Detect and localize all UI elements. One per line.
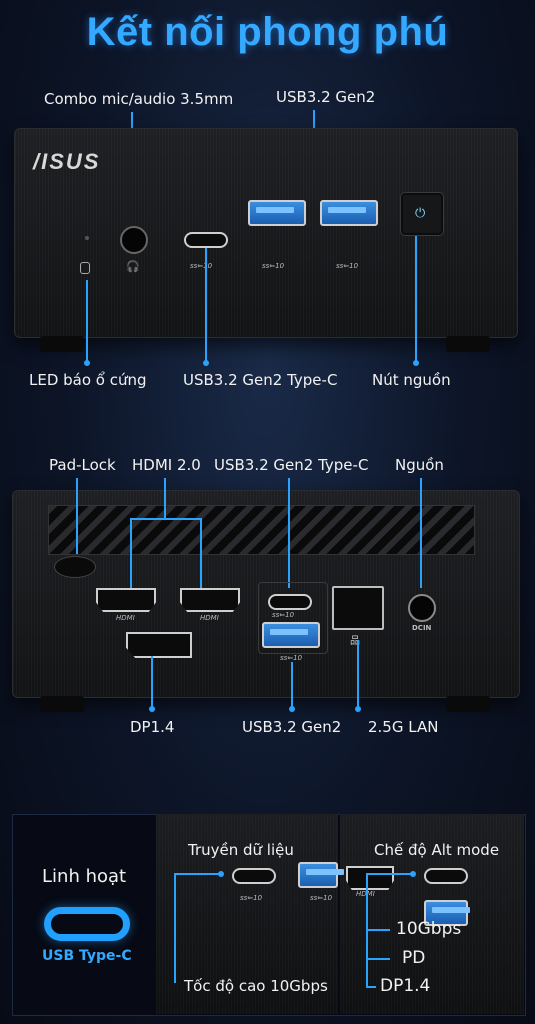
label-dp: DP1.4 bbox=[130, 718, 175, 736]
connector-line-typec-rear bbox=[288, 478, 290, 588]
connector-line-lan bbox=[357, 640, 359, 710]
label-dc-power: Nguồn bbox=[395, 456, 444, 474]
device-foot bbox=[446, 336, 490, 352]
label-led: LED báo ổ cứng bbox=[29, 371, 147, 389]
label-alt-mode: Chế độ Alt mode bbox=[374, 841, 500, 859]
connector-dot bbox=[84, 360, 90, 366]
label-lan: 2.5G LAN bbox=[368, 718, 439, 736]
usb-c-port-rear bbox=[268, 594, 312, 610]
label-data-transfer: Truyền dữ liệu bbox=[188, 841, 294, 859]
usb-a-port-front-2 bbox=[320, 200, 378, 226]
dcin-mark: DCIN bbox=[412, 624, 432, 632]
connector-line-power bbox=[415, 236, 417, 362]
ss10-mark: ss⇐10 bbox=[310, 894, 333, 902]
ss10-mark: ss⇐10 bbox=[280, 654, 303, 662]
device-foot bbox=[40, 336, 84, 352]
hdmi-mark: HDMI bbox=[356, 890, 375, 898]
usb-a-port-rear bbox=[262, 622, 320, 648]
connector-line-dp bbox=[151, 656, 153, 710]
hdmi-mark: HDMI bbox=[116, 614, 135, 622]
label-power-button: Nút nguồn bbox=[372, 371, 451, 389]
hdmi-mark: HDMI bbox=[200, 614, 219, 622]
connector-line-padlock bbox=[76, 478, 78, 554]
ss10-mark: ss⇐10 bbox=[272, 611, 295, 619]
connector-line-hdmi-left bbox=[130, 518, 132, 588]
ethernet-port bbox=[332, 586, 384, 630]
label-usb-gen2-rear: USB3.2 Gen2 bbox=[242, 718, 342, 736]
label-usb-typec-rear: USB3.2 Gen2 Type-C bbox=[214, 456, 369, 474]
padlock-slot bbox=[54, 556, 96, 578]
ss10-mark: ss⇐10 bbox=[190, 262, 213, 270]
label-usb-gen2-front: USB3.2 Gen2 bbox=[276, 88, 376, 106]
usb-type-c-icon bbox=[44, 907, 130, 941]
hdmi-port-1 bbox=[96, 588, 156, 612]
connector-line-usb-rear bbox=[291, 662, 293, 710]
connector-branch bbox=[366, 958, 390, 960]
dc-in-jack bbox=[408, 594, 436, 622]
connector-line-transfer bbox=[174, 873, 222, 875]
connector-line-hdmi-split bbox=[130, 518, 202, 520]
usb-type-c-label: USB Type-C bbox=[42, 948, 132, 964]
ss10-mark: ss⇐10 bbox=[336, 262, 359, 270]
label-combo-audio: Combo mic/audio 3.5mm bbox=[44, 90, 234, 108]
ss10-mark: ss⇐10 bbox=[262, 262, 285, 270]
connector-line-typec-front bbox=[205, 248, 207, 362]
ss10-mark: ss⇐10 bbox=[240, 894, 263, 902]
usb-a-port bbox=[298, 862, 344, 888]
air-vent bbox=[48, 505, 475, 555]
feature-10gbps: 10Gbps bbox=[396, 919, 462, 939]
connector-line-hdmi-right bbox=[200, 518, 202, 588]
hdmi-port-2 bbox=[180, 588, 240, 612]
connector-line-led bbox=[86, 280, 88, 362]
feature-pd: PD bbox=[402, 948, 426, 968]
audio-jack bbox=[120, 226, 148, 254]
hdd-led bbox=[85, 236, 89, 240]
connector-dot bbox=[410, 871, 416, 877]
label-speed: Tốc độ cao 10Gbps bbox=[184, 977, 328, 995]
hdmi-port bbox=[346, 866, 394, 890]
connector-line-alt bbox=[366, 873, 414, 875]
connector-dot bbox=[413, 360, 419, 366]
connector-dot bbox=[289, 706, 295, 712]
connector-branch bbox=[366, 986, 376, 988]
connector-dot bbox=[149, 706, 155, 712]
connector-dot bbox=[218, 871, 224, 877]
label-hdmi: HDMI 2.0 bbox=[132, 456, 201, 474]
usb-port-group bbox=[258, 582, 328, 654]
page-title: Kết nối phong phú bbox=[86, 10, 449, 54]
headset-icon: 🎧 bbox=[126, 260, 140, 273]
connector-branch bbox=[366, 929, 390, 931]
data-transfer-photo bbox=[156, 814, 338, 1014]
connector-line-transfer-down bbox=[174, 873, 176, 983]
power-icon: ⏻ bbox=[415, 206, 426, 221]
label-usb-typec-front: USB3.2 Gen2 Type-C bbox=[183, 371, 338, 389]
connector-line-hdmi bbox=[164, 478, 166, 518]
usb-c-port-front bbox=[184, 232, 228, 248]
network-icon: 品 bbox=[350, 636, 360, 647]
feature-dp14: DP1.4 bbox=[380, 976, 431, 996]
flex-label: Linh hoạt bbox=[42, 866, 127, 887]
connector-dot bbox=[203, 360, 209, 366]
asus-logo: /ISUS bbox=[33, 149, 101, 174]
usb-c-port-alt bbox=[424, 868, 468, 884]
connector-line-dc bbox=[420, 478, 422, 588]
connector-dot bbox=[355, 706, 361, 712]
device-foot bbox=[40, 696, 84, 712]
usb-a-port-front-1 bbox=[248, 200, 306, 226]
label-padlock: Pad-Lock bbox=[49, 456, 116, 474]
hdd-icon bbox=[80, 262, 90, 274]
usb-c-port bbox=[232, 868, 276, 884]
power-button: ⏻ bbox=[400, 192, 444, 236]
usb-a-port-alt bbox=[424, 900, 470, 926]
device-foot bbox=[446, 696, 490, 712]
displayport-port bbox=[126, 632, 192, 658]
